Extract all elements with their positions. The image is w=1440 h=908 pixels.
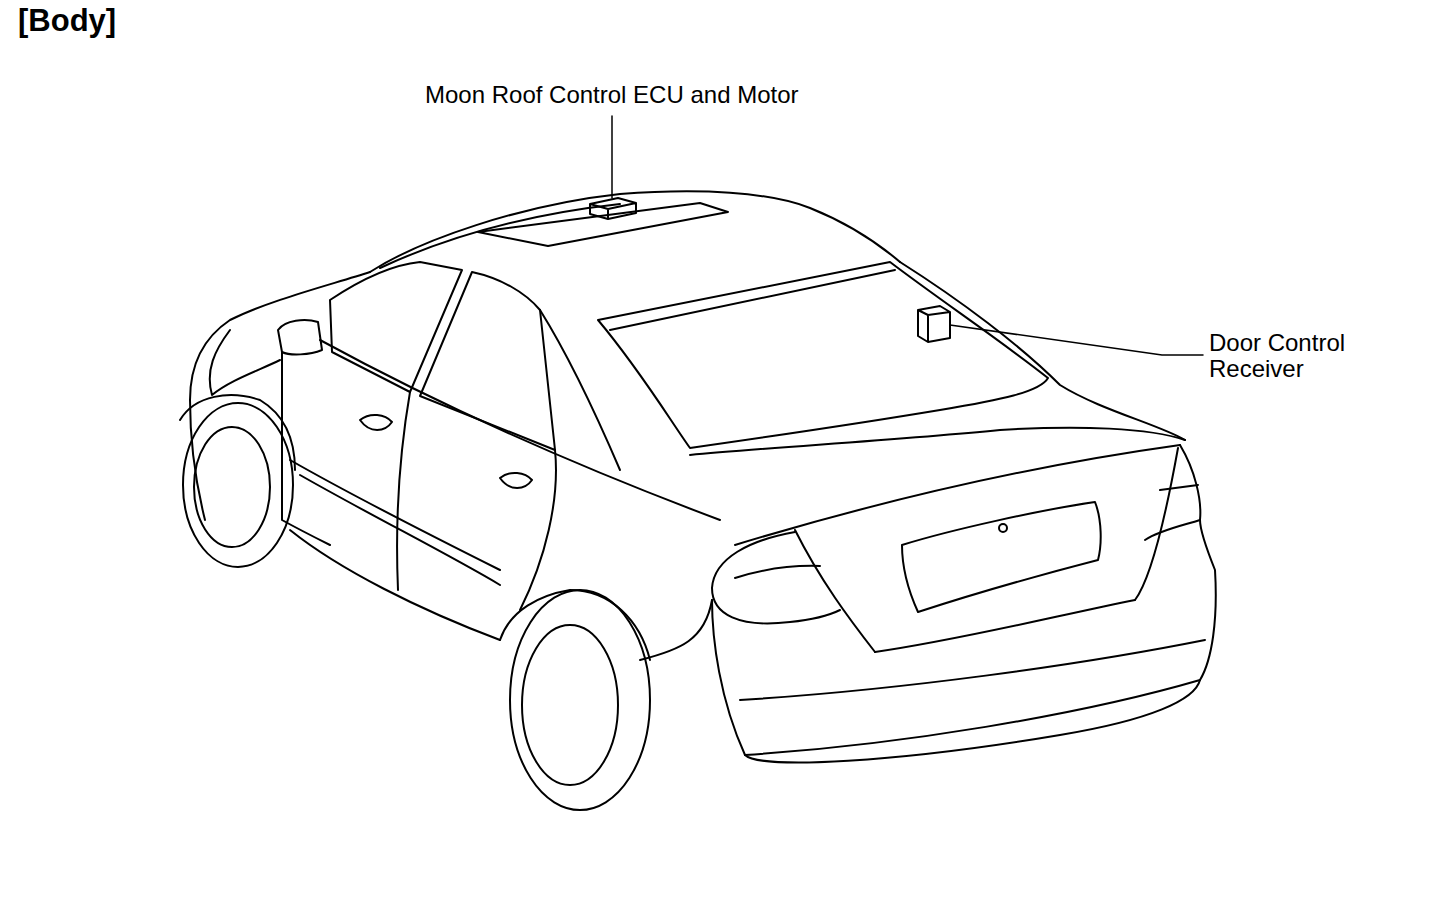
license-plate bbox=[902, 502, 1101, 612]
door-control-receiver bbox=[918, 306, 950, 342]
rear-pillar bbox=[540, 310, 620, 470]
roof-line bbox=[370, 191, 900, 272]
section-title: [Body] bbox=[18, 4, 116, 38]
front-tire bbox=[183, 403, 293, 567]
rear-rim bbox=[522, 625, 618, 785]
leader-line bbox=[611, 116, 613, 198]
trunk-side-right bbox=[1135, 448, 1178, 600]
front-door-handle bbox=[360, 415, 392, 430]
tail-light-left-line bbox=[735, 566, 820, 578]
sunroof bbox=[478, 203, 728, 246]
tail-light-left bbox=[712, 532, 840, 623]
part-label: Moon Roof Control ECU and Motor bbox=[425, 82, 799, 108]
rear-quarter bbox=[640, 600, 712, 660]
trunk-bottom bbox=[875, 600, 1135, 652]
rear-tire bbox=[510, 590, 650, 810]
moon-roof-ecu bbox=[590, 198, 636, 219]
tail-light-right-line bbox=[1160, 485, 1198, 490]
side-molding-lower bbox=[300, 475, 500, 585]
headlight bbox=[210, 330, 280, 395]
trunk-side bbox=[795, 530, 875, 652]
leader-line bbox=[950, 325, 1203, 355]
sill-line bbox=[290, 530, 500, 640]
side-mirror bbox=[278, 320, 322, 354]
belt-line bbox=[320, 340, 720, 520]
key-hole bbox=[999, 524, 1007, 532]
front-rim bbox=[194, 427, 270, 547]
bumper-line bbox=[740, 640, 1205, 700]
c-pillar bbox=[900, 262, 1185, 440]
rear-door-handle bbox=[500, 473, 532, 488]
rear-bumper bbox=[712, 520, 1216, 755]
trunk-top bbox=[690, 428, 1185, 455]
front-window bbox=[330, 262, 462, 392]
bumper-lower bbox=[745, 680, 1200, 762]
door-split bbox=[397, 392, 410, 590]
front-wheel-arch bbox=[180, 395, 295, 470]
rear-window bbox=[598, 262, 1048, 448]
side-molding bbox=[290, 460, 500, 570]
rear-wheel-arch bbox=[500, 590, 650, 660]
tail-light-right bbox=[1145, 445, 1200, 540]
rear-window-inner bbox=[610, 270, 895, 330]
rear-side-window bbox=[420, 272, 555, 450]
part-label: Door Control Receiver bbox=[1209, 330, 1377, 383]
